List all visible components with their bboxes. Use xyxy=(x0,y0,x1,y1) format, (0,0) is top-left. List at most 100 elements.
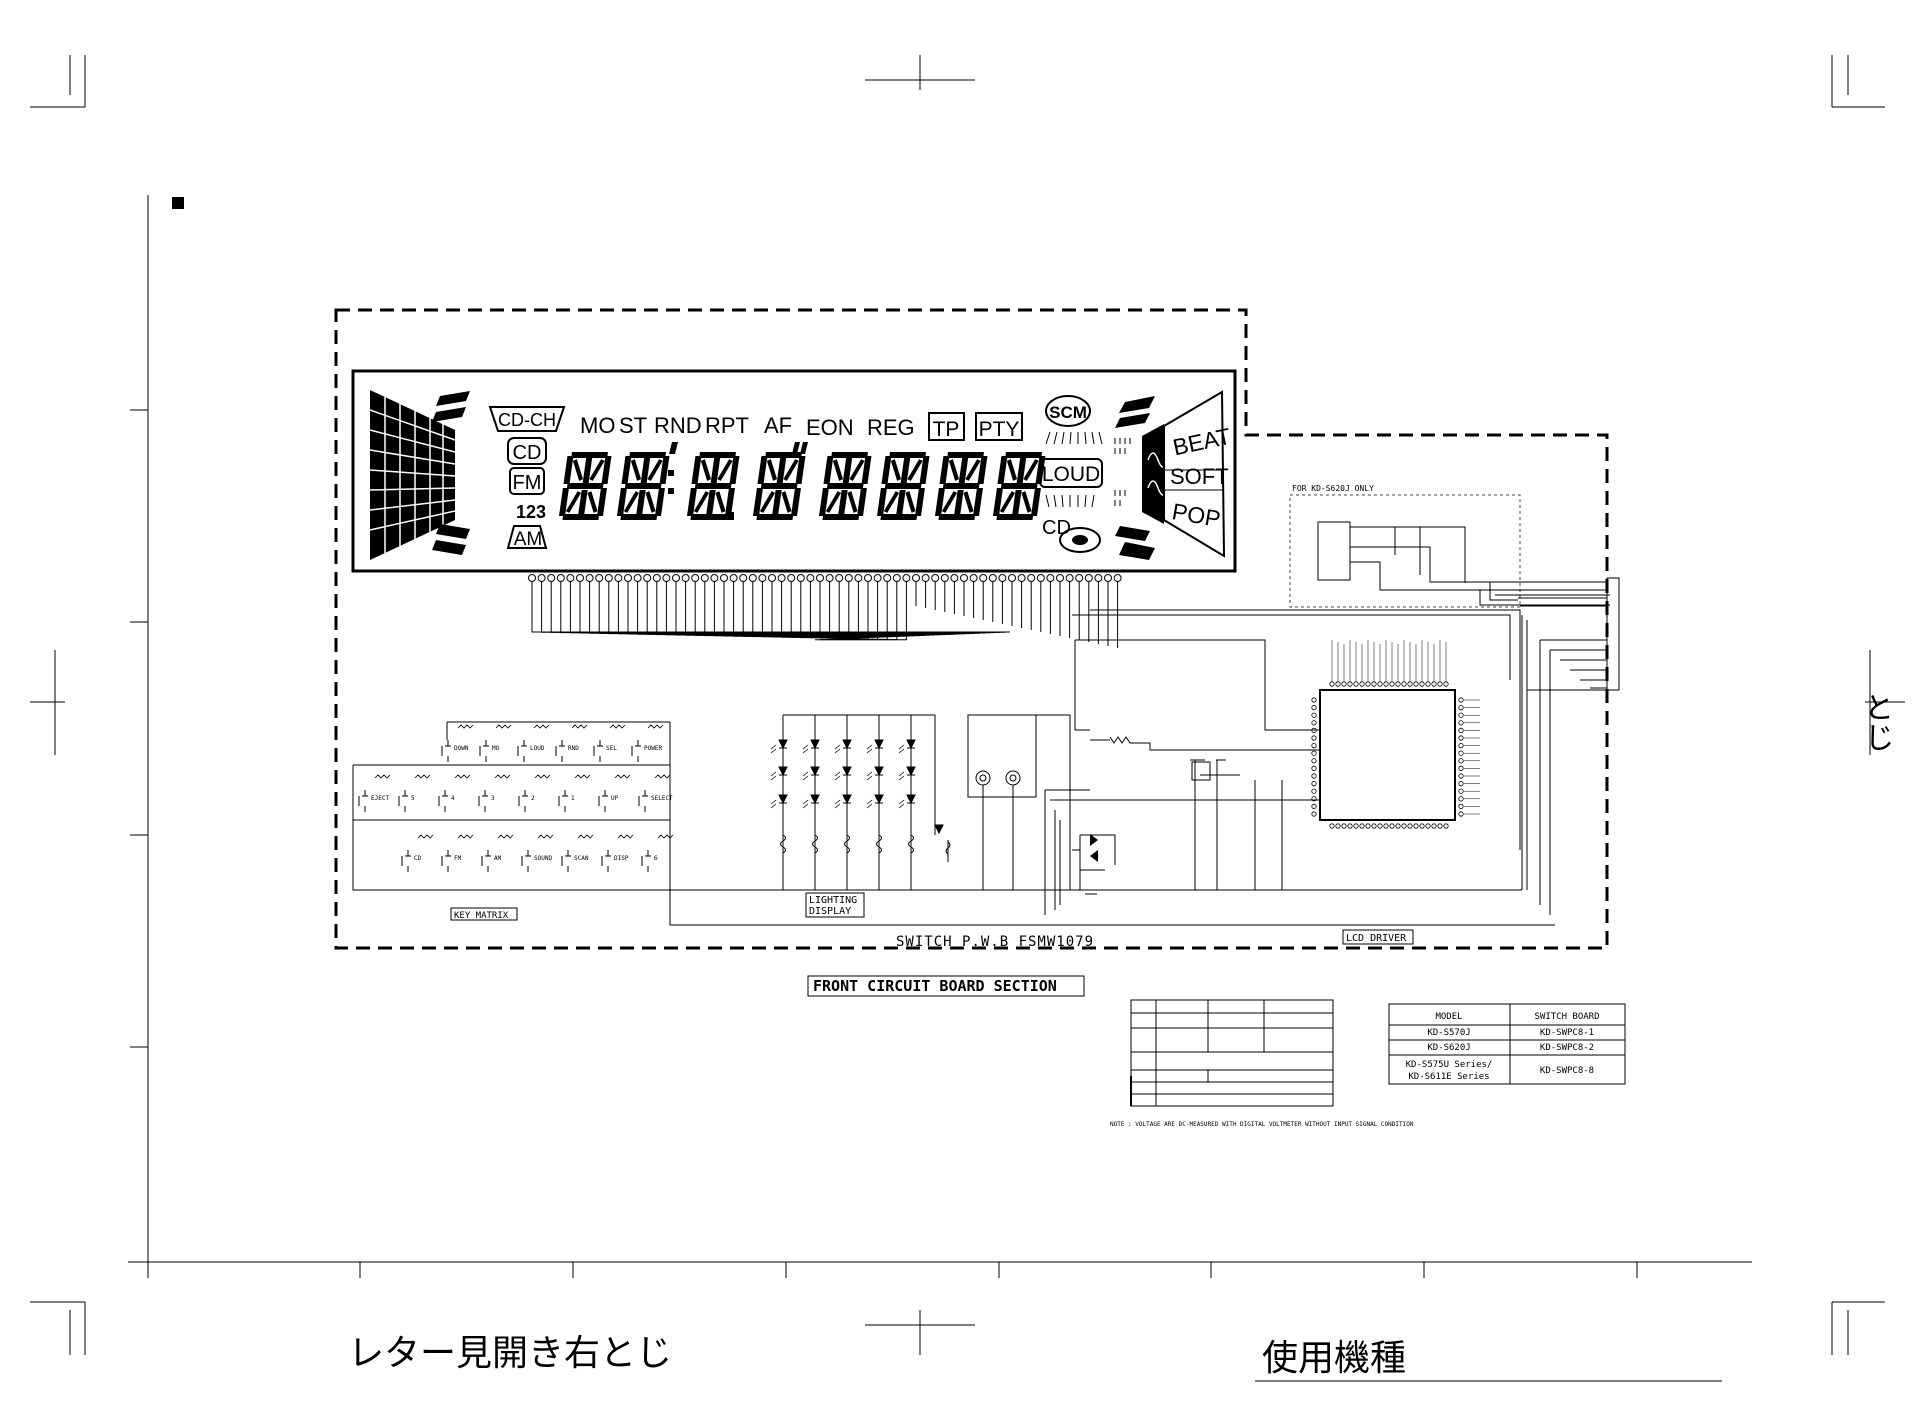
led-icon xyxy=(778,794,788,805)
lcd-pin xyxy=(1113,574,1122,582)
key-resistor xyxy=(537,834,554,839)
led-icon xyxy=(874,766,884,777)
ic-pin xyxy=(1443,823,1449,829)
key-label: UP xyxy=(611,795,619,802)
digit-segment xyxy=(881,456,892,484)
lcd-pin xyxy=(768,574,776,582)
ic-pin xyxy=(1311,720,1317,726)
key-resistor xyxy=(617,834,634,839)
model-table: MODEL SWITCH BOARD KD-S570J KD-SWPC8-1 K… xyxy=(1388,1003,1626,1085)
ic-pin xyxy=(1419,823,1425,829)
led-ray xyxy=(802,744,809,754)
board-outline xyxy=(334,308,1609,950)
ic-pin xyxy=(1458,704,1464,711)
lcd-panel: CD-CH CD FM 123 AM MO ST RND RPT AF EON … xyxy=(351,369,1237,573)
ic-pin xyxy=(1458,796,1464,802)
ind-pty: PTY xyxy=(979,418,1020,441)
lcd-pin xyxy=(662,574,671,582)
sub-board-note: FOR KD-S620J ONLY xyxy=(1292,484,1374,493)
preset-123: 123 xyxy=(516,502,546,522)
key-label: SEL xyxy=(606,745,617,752)
ic-pin xyxy=(1347,681,1353,687)
crop-marks xyxy=(30,55,1905,1355)
key-resistor xyxy=(374,774,391,779)
lcd-pin xyxy=(537,574,546,582)
lcd-pin xyxy=(729,574,738,582)
key-switch-symbol xyxy=(641,850,651,872)
lcd-pin xyxy=(758,574,767,582)
key-label: 3 xyxy=(491,795,495,802)
digit-segment xyxy=(659,456,670,484)
lcd-pin xyxy=(710,574,719,582)
disc-icon xyxy=(1059,527,1101,553)
led-ray xyxy=(898,771,905,781)
digit-segment xyxy=(791,488,801,516)
ic-pin xyxy=(1458,712,1464,718)
digit-segment xyxy=(562,514,600,520)
key-label: SOUND xyxy=(534,855,552,862)
ind-st: ST xyxy=(619,413,647,438)
key-label: LOUD xyxy=(530,745,545,752)
key-resistor xyxy=(457,724,474,729)
digit-segment xyxy=(690,514,728,520)
key-switch-symbol xyxy=(561,850,571,872)
ic-pin xyxy=(1365,823,1371,829)
lcd-pin xyxy=(739,574,748,582)
lcd-trace xyxy=(830,582,879,640)
ic-pin xyxy=(1335,823,1341,829)
digit-segment xyxy=(857,488,867,516)
seconds-mark-icon xyxy=(792,442,808,454)
ic-pin xyxy=(1389,681,1395,687)
key-label: POWER xyxy=(644,745,662,752)
digit-segment xyxy=(776,458,787,483)
ic-pin xyxy=(1458,803,1464,810)
led-ray xyxy=(866,771,873,781)
lcd-pin xyxy=(556,574,565,582)
lcd-trace xyxy=(815,582,907,641)
ic-pin xyxy=(1335,681,1341,687)
key-switch-symbol xyxy=(558,790,568,812)
lcd-pin xyxy=(614,574,623,582)
digit-segment xyxy=(563,456,574,484)
ic-pin xyxy=(1401,823,1407,829)
key-label: 4 xyxy=(451,795,455,802)
ind-reg: REG xyxy=(867,415,915,440)
lcd-pin xyxy=(595,574,604,582)
digit-cell xyxy=(819,452,872,520)
ic-pin xyxy=(1311,758,1317,764)
ic-pin xyxy=(1458,780,1464,787)
digit-segment xyxy=(1000,483,1038,489)
lcd-pin xyxy=(700,574,709,582)
ic-pin xyxy=(1311,780,1317,787)
key-resistor xyxy=(497,834,514,839)
frame-rulers xyxy=(128,195,1752,1278)
lcd-pin xyxy=(585,574,594,582)
lcd-trace xyxy=(665,582,940,636)
board-row-3: KD-SWPC8-8 xyxy=(1540,1066,1594,1076)
digit-segment xyxy=(693,459,733,513)
ic-pin xyxy=(1311,765,1317,772)
key-switch-symbol xyxy=(517,740,527,762)
lcd-pin-row xyxy=(528,574,1122,648)
lcd-pin xyxy=(864,574,872,582)
ic-pin xyxy=(1371,681,1377,687)
led-icon xyxy=(842,794,852,805)
led-ray xyxy=(770,771,777,781)
key-resistor xyxy=(577,834,594,839)
digit-segment xyxy=(880,514,918,520)
lcd-trace xyxy=(560,582,995,634)
key-switch-symbol xyxy=(638,790,648,812)
led-icon xyxy=(842,739,852,750)
key-switch-symbol xyxy=(441,740,451,762)
key-resistor xyxy=(495,724,512,729)
model-row-2: KD-S620J xyxy=(1427,1043,1470,1053)
digit-segment xyxy=(947,452,984,458)
ind-tp: TP xyxy=(933,418,960,441)
lcd-trace xyxy=(781,582,880,638)
key-switch-symbol xyxy=(601,850,611,872)
ic-pin xyxy=(1458,727,1464,734)
lcd-pin xyxy=(844,574,853,582)
lcd-trace xyxy=(835,582,869,640)
digit-segment xyxy=(640,458,651,483)
